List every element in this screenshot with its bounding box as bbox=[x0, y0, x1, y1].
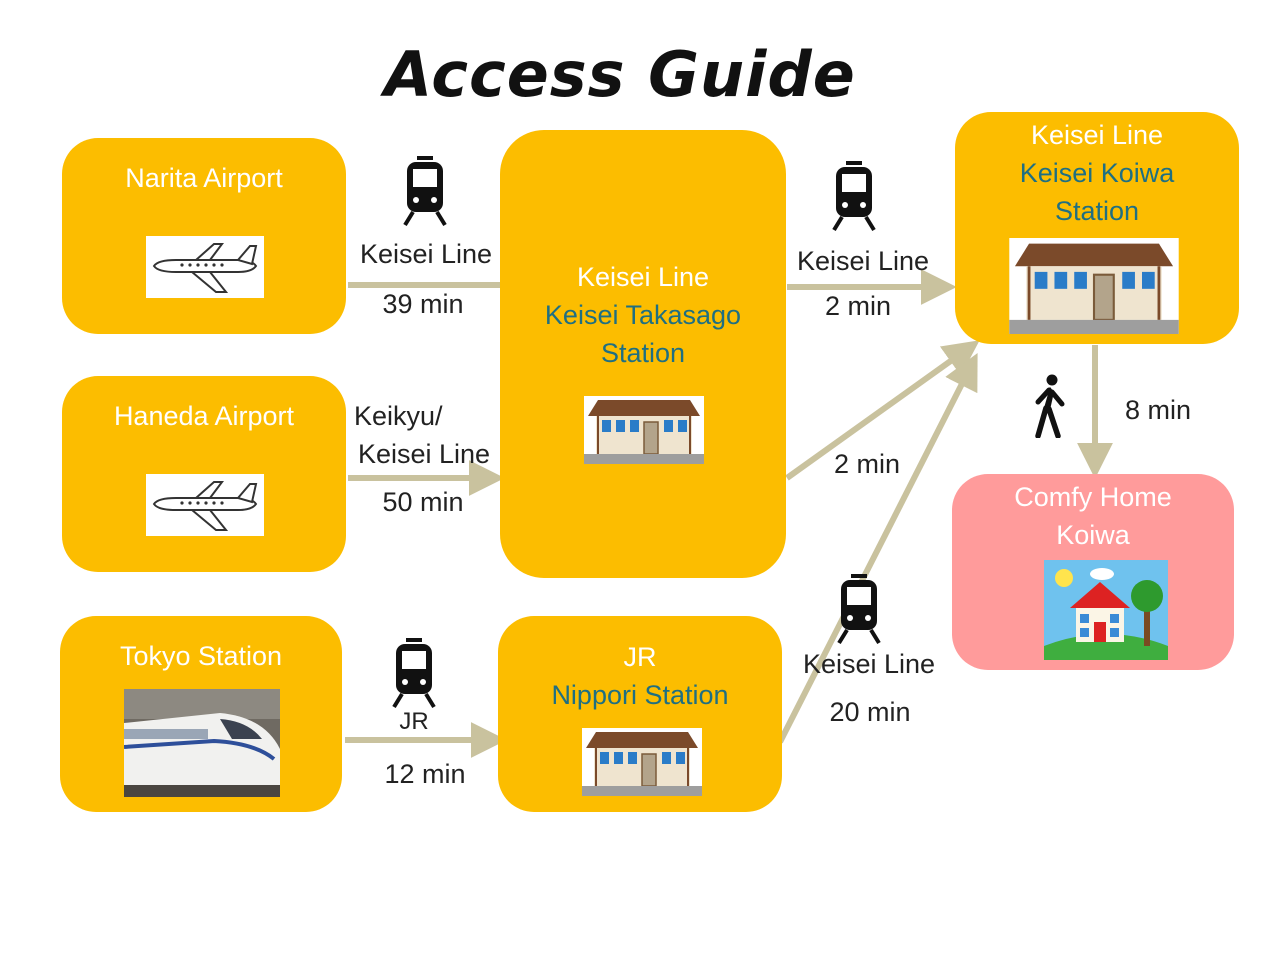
nippori-station-label: Nippori Station bbox=[551, 680, 729, 710]
comfy-home-koiwa-box: Comfy Home Koiwa bbox=[952, 474, 1234, 670]
arrow-takasago-koiwa-diag bbox=[785, 340, 980, 481]
edge-tokyo-line: JR bbox=[399, 708, 429, 735]
edge-tokyo-time: 12 min bbox=[384, 759, 466, 789]
walking-person-icon bbox=[1035, 374, 1065, 438]
edge-narita-line: Keisei Line bbox=[359, 239, 493, 269]
airplane-icon bbox=[146, 236, 264, 298]
narita-airport-label: Narita Airport bbox=[125, 163, 283, 193]
keisei-koiwa-box: Keisei Line Keisei Koiwa Station bbox=[955, 112, 1239, 344]
edge-haneda-time: 50 min bbox=[382, 487, 464, 517]
takasago-line-label: Keisei Line bbox=[576, 262, 710, 292]
edge-nippori-koiwa-time: 20 min bbox=[829, 697, 911, 727]
train-icon bbox=[392, 638, 436, 709]
page-title: Access Guide bbox=[384, 38, 856, 111]
arrow-nippori-koiwa bbox=[777, 353, 978, 744]
koiwa-line-label: Keisei Line bbox=[1030, 120, 1164, 150]
koiwa-station-label-1: Keisei Koiwa bbox=[1019, 158, 1175, 188]
haneda-airport-label: Haneda Airport bbox=[113, 401, 295, 431]
edge-narita-time: 39 min bbox=[382, 289, 464, 319]
station-building-icon bbox=[582, 728, 702, 796]
haneda-airport-box: Haneda Airport bbox=[62, 376, 346, 572]
train-icon bbox=[403, 156, 447, 227]
takasago-station-label-1: Keisei Takasago bbox=[544, 300, 742, 330]
tokyo-station-label: Tokyo Station bbox=[119, 641, 283, 671]
nippori-line-label: JR bbox=[623, 642, 657, 672]
house-icon bbox=[1044, 560, 1168, 660]
airplane-icon bbox=[146, 474, 264, 536]
narita-airport-box: Narita Airport bbox=[62, 138, 346, 334]
train-icon bbox=[837, 574, 881, 645]
bullet-train-icon bbox=[124, 689, 280, 797]
tokyo-station-box: Tokyo Station bbox=[60, 616, 342, 812]
edge-koiwa-home-time: 8 min bbox=[1124, 395, 1192, 425]
edge-takasago-koiwa-diag-time: 2 min bbox=[833, 449, 901, 479]
home-name-label-1: Comfy Home bbox=[1014, 482, 1172, 512]
station-building-icon bbox=[584, 396, 704, 464]
edge-haneda-line-2: Keisei Line bbox=[357, 439, 491, 469]
koiwa-station-label-2: Station bbox=[1054, 196, 1140, 226]
jr-nippori-box: JR Nippori Station bbox=[498, 616, 782, 812]
edge-takasago-koiwa-time: 2 min bbox=[824, 291, 892, 321]
home-name-label-2: Koiwa bbox=[1056, 520, 1130, 550]
edge-nippori-koiwa-line: Keisei Line bbox=[802, 649, 936, 679]
train-icon bbox=[832, 161, 876, 232]
keisei-takasago-box: Keisei Line Keisei Takasago Station bbox=[500, 130, 786, 578]
edge-haneda-line-1: Keikyu/ bbox=[354, 401, 443, 431]
takasago-station-label-2: Station bbox=[600, 338, 686, 368]
station-building-icon bbox=[1009, 238, 1179, 334]
edge-takasago-koiwa-line: Keisei Line bbox=[796, 246, 930, 276]
